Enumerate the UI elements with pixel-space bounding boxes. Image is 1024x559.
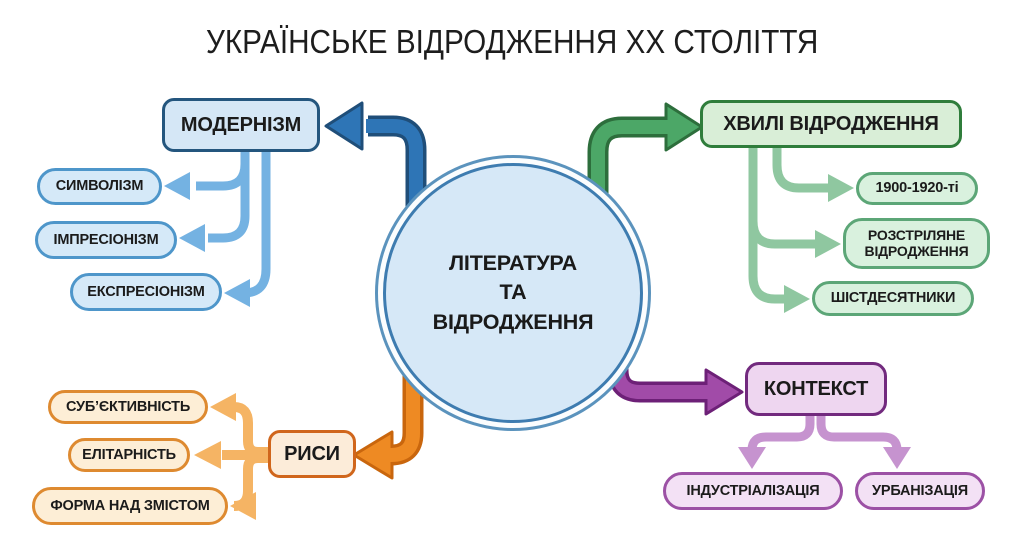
- child-node-elitism: ЕЛІТАРНІСТЬ: [68, 438, 190, 472]
- connector-executed-renaissance: [748, 146, 841, 258]
- connector-industrialization: [738, 414, 815, 469]
- connector-sixtiers: [748, 146, 810, 313]
- connector-expressionism: [224, 150, 271, 307]
- child-node-form-over-content: ФОРМА НАД ЗМІСТОМ: [32, 487, 228, 525]
- branch-node-context: КОНТЕКСТ: [745, 362, 887, 416]
- connector-form-over-content: [230, 453, 272, 520]
- connector-impressionism: [179, 150, 250, 252]
- child-node-urbanization: УРБАНІЗАЦІЯ: [855, 472, 985, 510]
- child-node-expressionism: ЕКСПРЕСІОНІЗМ: [70, 273, 222, 311]
- central-topic-node: ЛІТЕРАТУРА ТА ВІДРОДЖЕННЯ: [383, 163, 643, 423]
- child-node-1900s: 1900-1920-ті: [856, 172, 978, 205]
- branch-node-features: РИСИ: [268, 430, 356, 478]
- connector-urbanization: [816, 414, 911, 469]
- child-node-industrialization: ІНДУСТРІАЛІЗАЦІЯ: [663, 472, 843, 510]
- branch-arrow-waves: [587, 102, 704, 218]
- branch-arrow-context: [607, 334, 744, 416]
- child-node-impressionism: ІМПРЕСІОНІЗМ: [35, 221, 177, 259]
- diagram-title-wrap: УКРАЇНСЬКЕ ВІДРОДЖЕННЯ XX СТОЛІТТЯ: [0, 18, 1024, 66]
- connector-1900s: [772, 146, 854, 202]
- branch-arrow-features: [352, 360, 424, 480]
- child-node-symbolism: СИМВОЛІЗМ: [37, 168, 162, 205]
- branch-node-modernism: МОДЕРНІЗМ: [162, 98, 320, 152]
- connector-symbolism: [164, 150, 250, 200]
- child-node-sixtiers: ШІСТДЕСЯТНИКИ: [812, 281, 974, 316]
- child-node-executed-renaissance: РОЗСТРІЛЯНЕ ВІДРОДЖЕННЯ: [843, 218, 990, 269]
- branch-node-waves: ХВИЛІ ВІДРОДЖЕННЯ: [700, 100, 962, 148]
- child-node-subjectivity: СУБ’ЄКТИВНІСТЬ: [48, 390, 208, 424]
- diagram-title: УКРАЇНСЬКЕ ВІДРОДЖЕННЯ XX СТОЛІТТЯ: [205, 23, 819, 60]
- branch-arrow-modernism: [324, 101, 427, 218]
